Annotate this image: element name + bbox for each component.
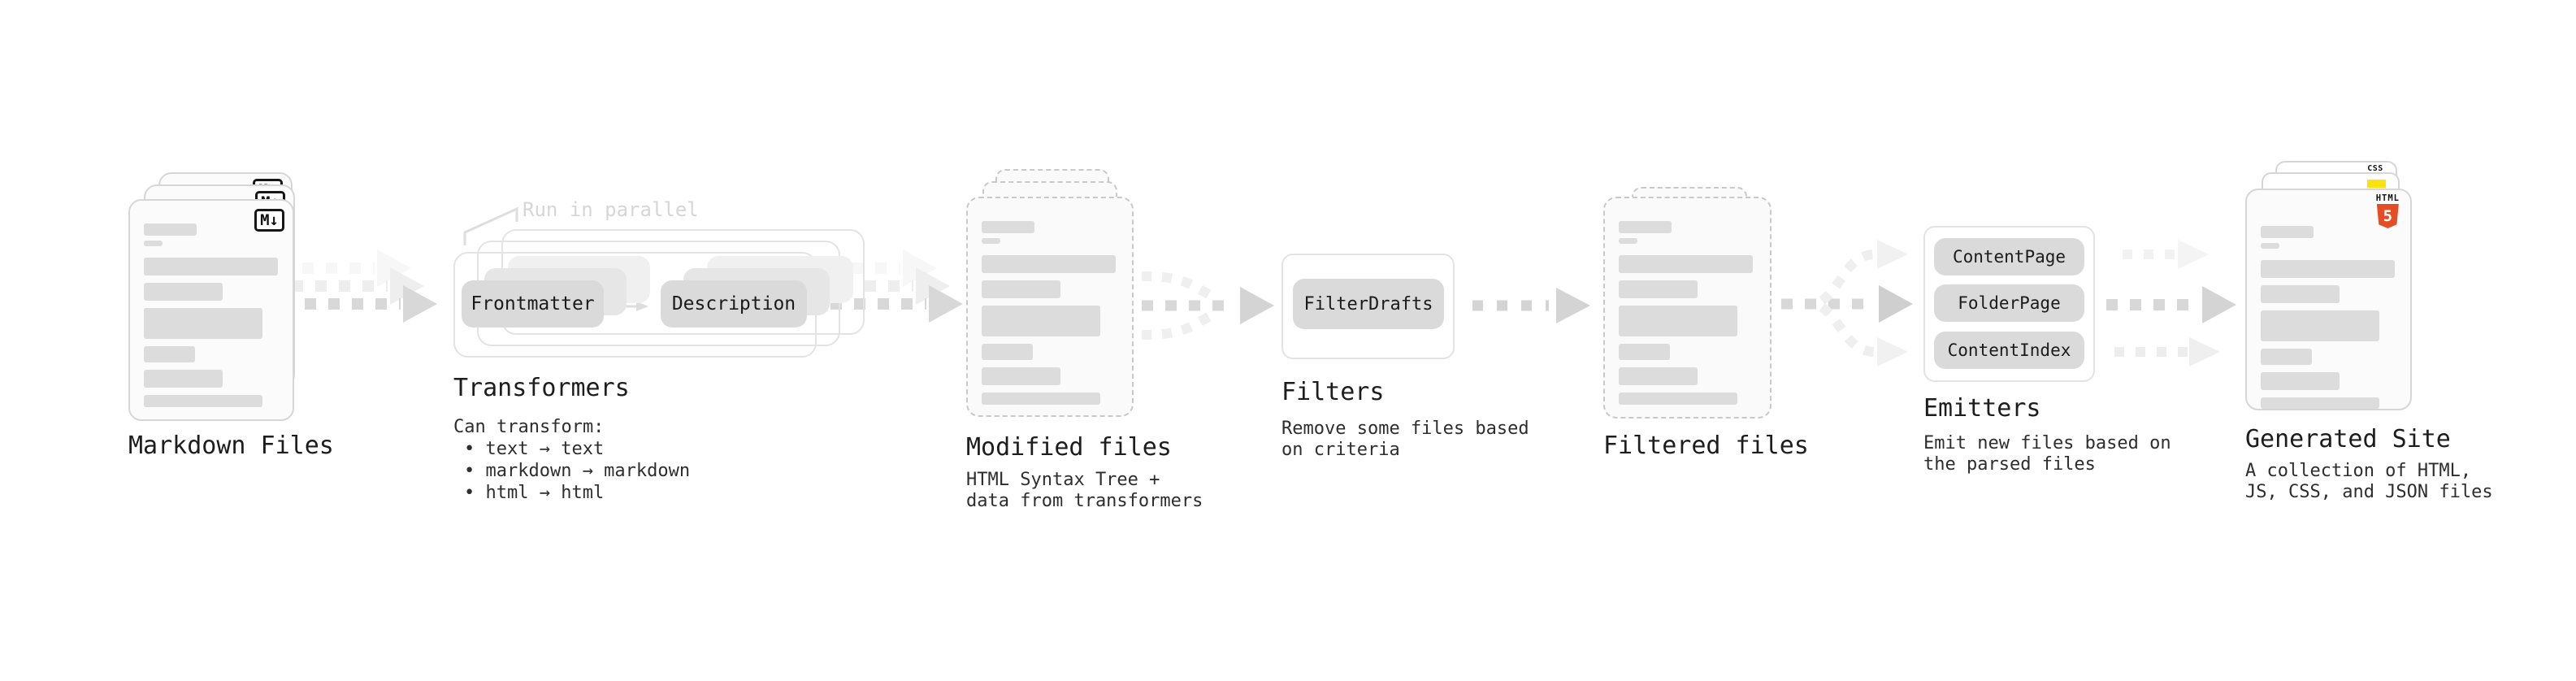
- stage-label-markdown-files: Markdown Files: [128, 432, 334, 460]
- markdown-file-card-front: M↓: [128, 199, 294, 421]
- arrow-fanout-filtered-to-emitters: [1781, 240, 1913, 367]
- placeholder-text-bars: [968, 198, 1132, 405]
- frontmatter-transformer-box: Frontmatter: [462, 280, 604, 327]
- css-logo-text: CSS: [2367, 164, 2383, 173]
- arrow-merge-modified-to-filters: [1141, 271, 1274, 340]
- emitter-box-contentpage: ContentPage: [1934, 238, 2084, 275]
- stage-emitters: ContentPage FolderPage ContentIndex Emit…: [1923, 226, 2171, 486]
- modified-desc-line: HTML Syntax Tree +: [966, 470, 1160, 490]
- stage-markdown-files: M↓ M↓ M↓ Markdown Files: [126, 158, 345, 500]
- emitter-box-folderpage: FolderPage: [1934, 284, 2084, 322]
- stage-label-transformers: Transformers: [453, 374, 630, 402]
- run-in-parallel-leader-line: [463, 206, 518, 245]
- generated-site-description: A collection of HTML, JS, CSS, and JSON …: [2245, 461, 2493, 503]
- js-logo-icon: [2367, 180, 2386, 188]
- placeholder-text-bars: [130, 201, 293, 407]
- run-in-parallel-annotation: Run in parallel: [523, 198, 699, 221]
- stage-generated-site: CSS HTML 5 Generated Site A collection o…: [2239, 154, 2493, 504]
- html5-logo-text: HTML: [2375, 193, 2400, 203]
- emitters-desc-line: the parsed files: [1923, 454, 2096, 475]
- html5-logo-icon: HTML 5: [2376, 194, 2400, 228]
- stage-transformers: Run in parallel Frontmatter Description …: [443, 187, 865, 512]
- emitters-desc-line: Emit new files based on: [1923, 433, 2171, 453]
- modified-desc-line: data from transformers: [966, 491, 1203, 511]
- stage-label-filtered-files: Filtered files: [1603, 432, 1809, 460]
- transformers-description: Can transform: • text → text • markdown …: [453, 416, 690, 504]
- stage-filtered-files: Filtered files: [1597, 171, 1809, 463]
- stage-label-generated-site: Generated Site: [2245, 425, 2451, 453]
- html5-shield: 5: [2376, 204, 2399, 228]
- placeholder-text-bars: [1605, 198, 1770, 405]
- transform-bullet: • html → html: [464, 483, 605, 503]
- transform-bullet: • text → text: [464, 439, 605, 459]
- filters-desc-line: Remove some files based: [1281, 419, 1529, 439]
- arrows-emitters-to-site: [2106, 240, 2236, 367]
- description-transformer-box: Description: [661, 280, 807, 327]
- site-file-card-html: HTML 5: [2245, 189, 2412, 410]
- stage-filters: FilterDrafts Filters Remove some files b…: [1281, 254, 1529, 460]
- html5-number: 5: [2383, 207, 2393, 225]
- emitters-description: Emit new files based on the parsed files: [1923, 433, 2171, 475]
- stage-label-modified-files: Modified files: [966, 433, 1172, 462]
- placeholder-text-bars: [2247, 190, 2410, 409]
- markdown-logo-icon: M↓: [254, 209, 284, 232]
- stage-label-filters: Filters: [1281, 378, 1385, 406]
- filterdrafts-box: FilterDrafts: [1293, 279, 1444, 329]
- emitters-container: [1923, 226, 2095, 382]
- site-desc-line: A collection of HTML,: [2245, 461, 2472, 481]
- arrow-filters-to-filtered: [1472, 288, 1590, 323]
- modified-file-card-front: [966, 197, 1134, 417]
- stage-label-emitters: Emitters: [1923, 394, 2041, 423]
- site-desc-line: JS, CSS, and JSON files: [2245, 482, 2493, 502]
- stage-modified-files: Modified files HTML Syntax Tree + data f…: [959, 163, 1203, 520]
- modified-files-description: HTML Syntax Tree + data from transformer…: [966, 470, 1203, 512]
- filtered-file-card-front: [1603, 197, 1772, 419]
- transformers-desc-title: Can transform:: [453, 417, 605, 437]
- filters-container: [1281, 254, 1455, 359]
- filters-desc-line: on criteria: [1281, 440, 1400, 460]
- transform-bullet: • markdown → markdown: [464, 461, 691, 481]
- filters-description: Remove some files based on criteria: [1281, 419, 1529, 461]
- emitter-box-contentindex: ContentIndex: [1934, 332, 2084, 369]
